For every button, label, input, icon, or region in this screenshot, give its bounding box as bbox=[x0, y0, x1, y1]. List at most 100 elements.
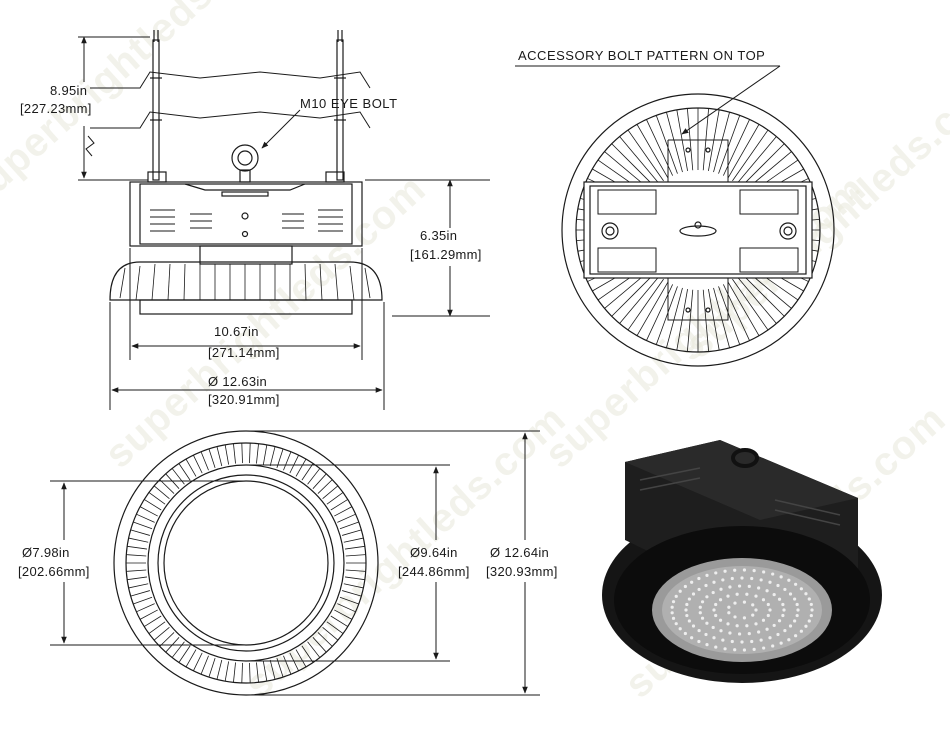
fin-line bbox=[127, 576, 148, 581]
led-dot bbox=[754, 594, 758, 598]
led-dot bbox=[704, 583, 708, 588]
heat-sink bbox=[109, 245, 383, 315]
led-dot bbox=[795, 602, 799, 607]
fin-line bbox=[178, 645, 191, 663]
led-dot bbox=[747, 632, 751, 636]
fin-line bbox=[702, 289, 710, 352]
led-dot bbox=[757, 630, 761, 634]
led-dot bbox=[777, 597, 782, 601]
mid-diameter-in: Ø9.64in bbox=[410, 545, 458, 560]
fin-line bbox=[249, 662, 251, 683]
fin-line bbox=[740, 272, 785, 317]
fin-line bbox=[289, 454, 299, 474]
led-dot bbox=[781, 613, 785, 618]
led-dot bbox=[745, 624, 749, 628]
led-dot bbox=[670, 611, 674, 615]
fin-line bbox=[317, 632, 333, 647]
led-dot bbox=[683, 584, 687, 589]
fin-line bbox=[148, 492, 166, 505]
led-dot bbox=[674, 594, 678, 598]
fin-line bbox=[611, 143, 656, 188]
led-dot bbox=[740, 576, 744, 580]
led-dot bbox=[723, 569, 727, 573]
led-dot bbox=[728, 585, 732, 589]
led-dot bbox=[728, 631, 732, 635]
fin-line bbox=[666, 287, 683, 348]
led-dot bbox=[787, 638, 791, 642]
fin-line bbox=[337, 603, 356, 613]
fin-line bbox=[233, 662, 236, 683]
led-dot bbox=[727, 605, 731, 609]
led-dot bbox=[705, 573, 709, 577]
led-dot bbox=[807, 597, 811, 601]
bottom-view bbox=[50, 430, 540, 696]
fin-line bbox=[178, 463, 191, 481]
fin-line bbox=[193, 454, 203, 474]
led-dot bbox=[719, 587, 723, 591]
fin-line bbox=[334, 506, 353, 517]
led-dot bbox=[733, 615, 737, 619]
fin-line bbox=[148, 621, 166, 634]
led-dot bbox=[714, 602, 718, 607]
led-dot bbox=[690, 636, 694, 640]
fin-line bbox=[732, 278, 769, 331]
fin-line bbox=[289, 652, 299, 672]
fin-line bbox=[344, 576, 365, 581]
led-dot bbox=[697, 587, 701, 592]
height-in: 6.35in bbox=[420, 228, 457, 243]
fin-line bbox=[732, 129, 769, 182]
fin-line bbox=[636, 281, 669, 336]
fin-line bbox=[307, 468, 321, 485]
fin-line bbox=[256, 443, 259, 464]
fin-line bbox=[702, 108, 710, 171]
fin-line bbox=[128, 537, 149, 543]
dimension-lines bbox=[78, 36, 490, 410]
break-lines bbox=[85, 71, 371, 157]
fin-line bbox=[144, 499, 162, 511]
fin-line bbox=[713, 287, 730, 348]
led-dot bbox=[804, 592, 808, 596]
outer-diameter-mm: [320.93mm] bbox=[486, 564, 558, 579]
fin-line bbox=[655, 286, 678, 345]
fin-line bbox=[718, 286, 741, 345]
bottom-view-fins bbox=[126, 443, 366, 683]
led-dot bbox=[742, 568, 747, 572]
inner-diameter-mm: [202.66mm] bbox=[18, 564, 90, 579]
fin-line bbox=[611, 272, 656, 317]
fin-line bbox=[144, 615, 162, 627]
led-dot bbox=[712, 608, 716, 612]
led-dot bbox=[788, 592, 793, 596]
accessory-bolt-pattern-label: ACCESSORY BOLT PATTERN ON TOP bbox=[518, 48, 765, 63]
fin-line bbox=[345, 569, 366, 572]
led-dot bbox=[788, 624, 793, 628]
led-dot bbox=[787, 578, 791, 582]
fin-line bbox=[619, 136, 660, 185]
led-dot bbox=[779, 575, 783, 579]
led-dot bbox=[807, 619, 811, 623]
led-dot bbox=[712, 636, 716, 640]
led-dot bbox=[711, 590, 715, 595]
led-dot bbox=[733, 568, 737, 572]
fin-line bbox=[233, 443, 236, 464]
led-dot bbox=[809, 613, 813, 618]
fin-line bbox=[301, 463, 314, 481]
fin-line bbox=[126, 554, 147, 557]
fin-line bbox=[159, 632, 175, 647]
led-dot bbox=[691, 592, 696, 596]
led-dot bbox=[719, 629, 723, 633]
led-dot bbox=[810, 608, 814, 612]
led-dot bbox=[768, 580, 772, 584]
fin-line bbox=[153, 626, 170, 641]
led-dot bbox=[698, 605, 702, 609]
led-dot bbox=[772, 592, 776, 597]
led-dot bbox=[751, 603, 755, 607]
fin-line bbox=[139, 506, 158, 517]
fin-line bbox=[185, 458, 197, 477]
led-dot bbox=[765, 589, 769, 593]
led-dot bbox=[752, 647, 756, 651]
fin-line bbox=[317, 479, 333, 494]
fin-line bbox=[224, 444, 230, 465]
led-dot bbox=[793, 597, 797, 601]
fin-line bbox=[249, 443, 251, 464]
led-dot bbox=[733, 648, 737, 652]
